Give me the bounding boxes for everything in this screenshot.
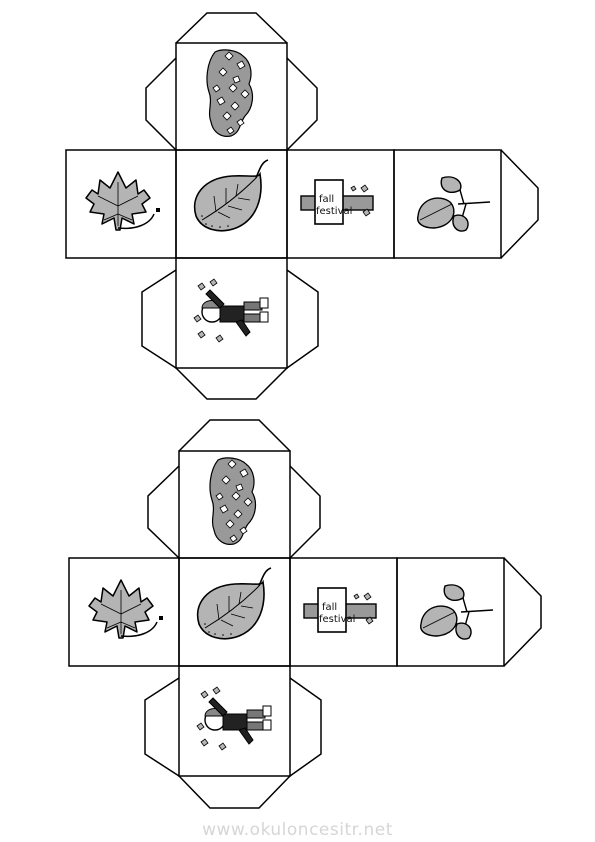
sign-line-2: festival: [316, 206, 352, 217]
fall-festival-sign-icon: [300, 179, 374, 225]
maple-leaf-icon: [88, 579, 164, 639]
watermark: www.okuloncesitr.net: [202, 820, 393, 840]
leaf-pile-icon: [206, 49, 254, 137]
sign-line-2: festival: [319, 614, 355, 625]
leaf-sprig-icon: [416, 176, 491, 232]
leaf-icon: [193, 159, 269, 232]
child-leaves-icon: [193, 278, 269, 343]
sign-line-1: fall: [319, 194, 334, 205]
fall-festival-sign-icon: [303, 587, 377, 633]
cube-net-bottom: [68, 419, 542, 809]
leaf-sprig-icon: [419, 584, 494, 640]
leaf-icon: [196, 567, 272, 640]
sign-line-1: fall: [322, 602, 337, 613]
maple-leaf-icon: [85, 171, 161, 231]
leaf-pile-icon: [209, 457, 257, 545]
child-leaves-icon: [196, 686, 272, 751]
cube-net-top: [65, 12, 539, 400]
